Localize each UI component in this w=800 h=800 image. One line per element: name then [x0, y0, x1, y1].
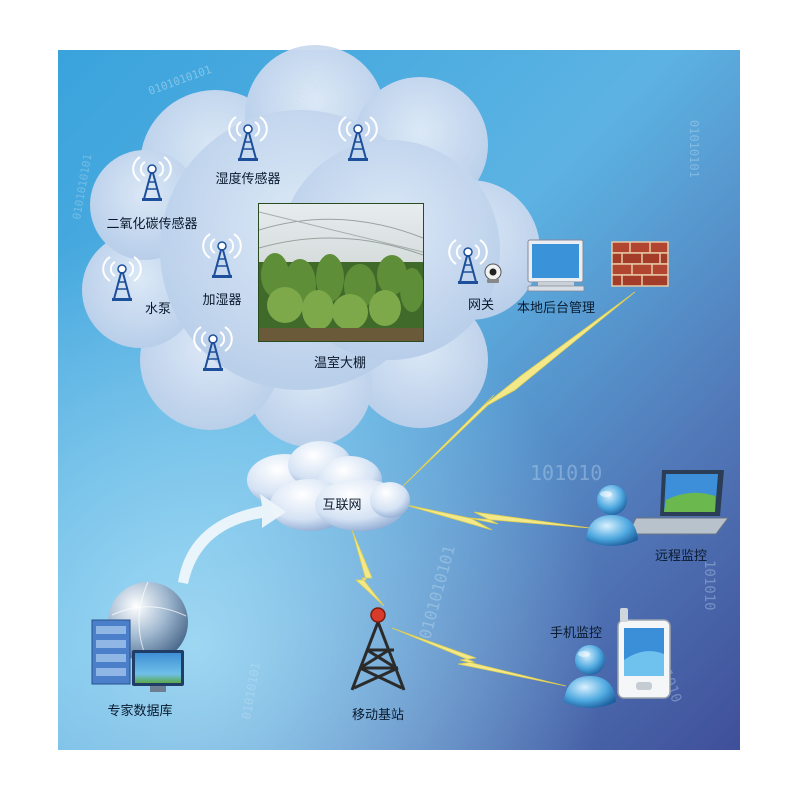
co2-sensor-label: 二氧化碳传感器 — [106, 217, 198, 232]
lightning-to-backend — [398, 291, 636, 491]
local-backend-computer-icon — [527, 239, 585, 292]
internet-label: 互联网 — [322, 498, 362, 513]
humidifier-label: 加湿器 — [202, 293, 242, 308]
internet-cloud-icon — [247, 441, 410, 531]
wireless-links — [351, 291, 636, 687]
firewall-icon — [611, 241, 669, 287]
remote-monitoring-laptop-icon — [627, 470, 729, 535]
lightning-to-base-station — [351, 529, 385, 607]
remote-monitoring-label: 远程监控 — [654, 549, 708, 564]
humidity-sensor-label: 湿度传感器 — [215, 172, 281, 187]
binary-text-3: 01010101 — [687, 120, 701, 178]
water-pump-label: 水泵 — [144, 302, 172, 317]
greenhouse-label: 温室大棚 — [313, 356, 367, 371]
upload-arrow-icon — [178, 494, 286, 584]
base-station-tower-icon — [350, 607, 406, 691]
mobile-monitoring-label: 手机监控 — [549, 626, 603, 641]
expert-database-label: 专家数据库 — [107, 704, 173, 719]
base-station-label: 移动基站 — [351, 708, 405, 723]
gateway-camera-icon — [484, 263, 502, 283]
mobile-phone-icon — [617, 608, 671, 699]
lightning-to-mobile — [391, 627, 567, 687]
greenhouse-image — [258, 203, 424, 342]
binary-text-8: 101010 — [701, 560, 717, 611]
remote-user-avatar — [586, 485, 638, 546]
local-backend-label: 本地后台管理 — [516, 301, 596, 316]
gateway-label: 网关 — [467, 298, 495, 313]
expert-database-icon — [91, 581, 188, 692]
binary-text-4: 101010 — [530, 461, 602, 485]
mobile-user-avatar — [564, 645, 616, 708]
